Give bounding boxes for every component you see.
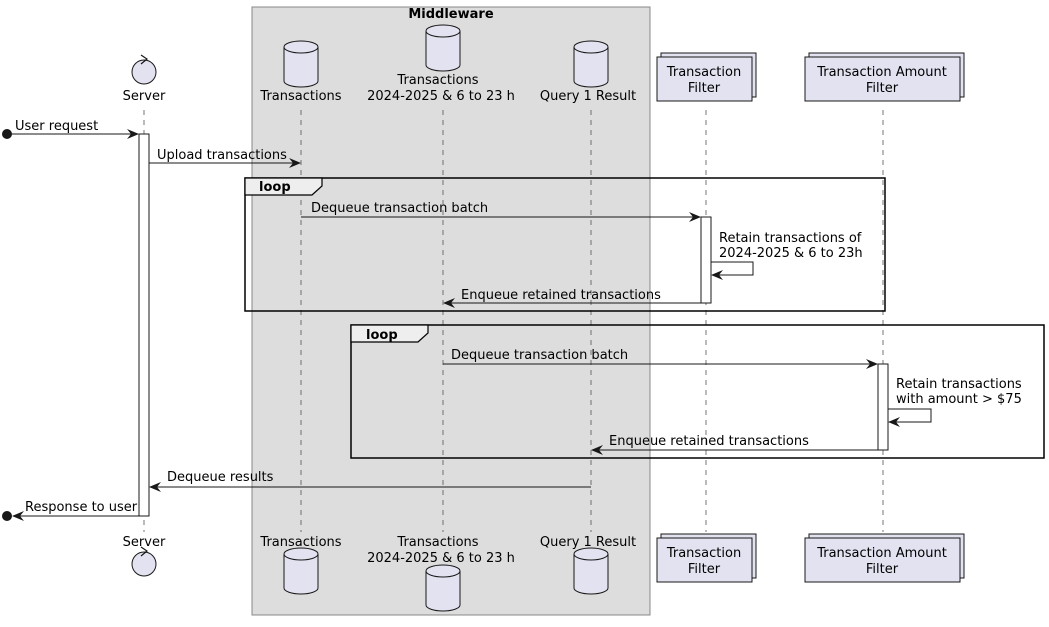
database-icon: [573, 47, 609, 88]
dequeue1-label: Dequeue transaction batch: [311, 201, 488, 216]
tx-filter-label-bottom-line2: Filter: [688, 562, 721, 577]
tx-filter-label-top-line2: Filter: [688, 81, 721, 96]
participant-query1-result-top: Query 1 Result: [540, 40, 636, 104]
control-icon: [131, 59, 157, 85]
filtered-label-bottom-line1: Transactions: [396, 535, 478, 550]
tx-filter-label-top-line1: Transaction: [666, 65, 741, 80]
dequeue2-label: Dequeue transaction batch: [451, 348, 628, 363]
activation-transaction-filter: [700, 216, 712, 304]
dequeue-results-label: Dequeue results: [167, 470, 274, 485]
participant-server-bottom: Server: [123, 535, 166, 577]
loop-fragment-1: loop: [244, 177, 886, 312]
server-label-top: Server: [123, 89, 166, 104]
database-icon: [283, 47, 319, 88]
amount-filter-label-bottom-line2: Filter: [866, 562, 899, 577]
retain1-label-line1: Retain transactions of: [719, 231, 862, 246]
response-end-dot: [2, 511, 12, 521]
control-icon: [131, 551, 157, 577]
retain2-self-arrow: [888, 408, 932, 427]
activation-server: [138, 133, 150, 517]
loop-label-1: loop: [259, 180, 291, 195]
participant-transaction-filter-top: Transaction Filter: [656, 52, 757, 102]
retain1-self-arrow: [711, 261, 754, 280]
amount-filter-label-top-line1: Transaction Amount: [816, 65, 947, 80]
database-icon: [283, 554, 319, 595]
loop-fragment-2: loop: [350, 324, 1045, 459]
database-icon: [573, 554, 609, 595]
middleware-title: Middleware: [408, 7, 493, 22]
participant-server-top: Server: [123, 54, 166, 104]
retain1-label-line2: 2024-2025 & 6 to 23h: [719, 246, 863, 261]
participant-amount-filter-bottom: Transaction Amount Filter: [804, 533, 965, 583]
transactions-label-bottom: Transactions: [259, 535, 341, 550]
user-request-label: User request: [15, 119, 98, 134]
amount-filter-label-top-line2: Filter: [866, 81, 899, 96]
participant-transactions-bottom: Transactions: [259, 535, 342, 595]
database-icon: [425, 31, 461, 72]
retain2-label-line2: with amount > $75: [896, 392, 1022, 407]
upload-label: Upload transactions: [157, 148, 287, 163]
query1-label-top: Query 1 Result: [540, 89, 636, 104]
control-icon-arrow: [140, 54, 149, 65]
participant-transactions-top: Transactions: [259, 40, 342, 104]
query1-label-bottom: Query 1 Result: [540, 535, 636, 550]
filtered-label-bottom-line2: 2024-2025 & 6 to 23 h: [367, 551, 515, 566]
filtered-label-top-line1: Transactions: [396, 73, 478, 88]
enqueue1-label: Enqueue retained transactions: [461, 288, 661, 303]
participant-amount-filter-top: Transaction Amount Filter: [804, 52, 965, 102]
control-icon-arrow: [140, 546, 149, 557]
participant-filtered-transactions-bottom: Transactions 2024-2025 & 6 to 23 h: [367, 535, 515, 612]
retain2-label-line1: Retain transactions: [896, 377, 1022, 392]
filtered-label-top-line2: 2024-2025 & 6 to 23 h: [367, 89, 515, 104]
participant-filtered-transactions-top: Transactions 2024-2025 & 6 to 23 h: [367, 24, 515, 104]
loop-label-2: loop: [366, 328, 398, 343]
database-icon: [425, 571, 461, 612]
server-label-bottom: Server: [123, 535, 166, 550]
transactions-label-top: Transactions: [259, 89, 341, 104]
participant-transaction-filter-bottom: Transaction Filter: [656, 533, 757, 583]
amount-filter-label-bottom-line1: Transaction Amount: [816, 546, 947, 561]
tx-filter-label-bottom-line1: Transaction: [666, 546, 741, 561]
response-label: Response to user: [25, 500, 138, 515]
participant-query1-result-bottom: Query 1 Result: [540, 535, 636, 595]
enqueue2-label: Enqueue retained transactions: [609, 434, 809, 449]
activation-amount-filter: [877, 363, 889, 451]
